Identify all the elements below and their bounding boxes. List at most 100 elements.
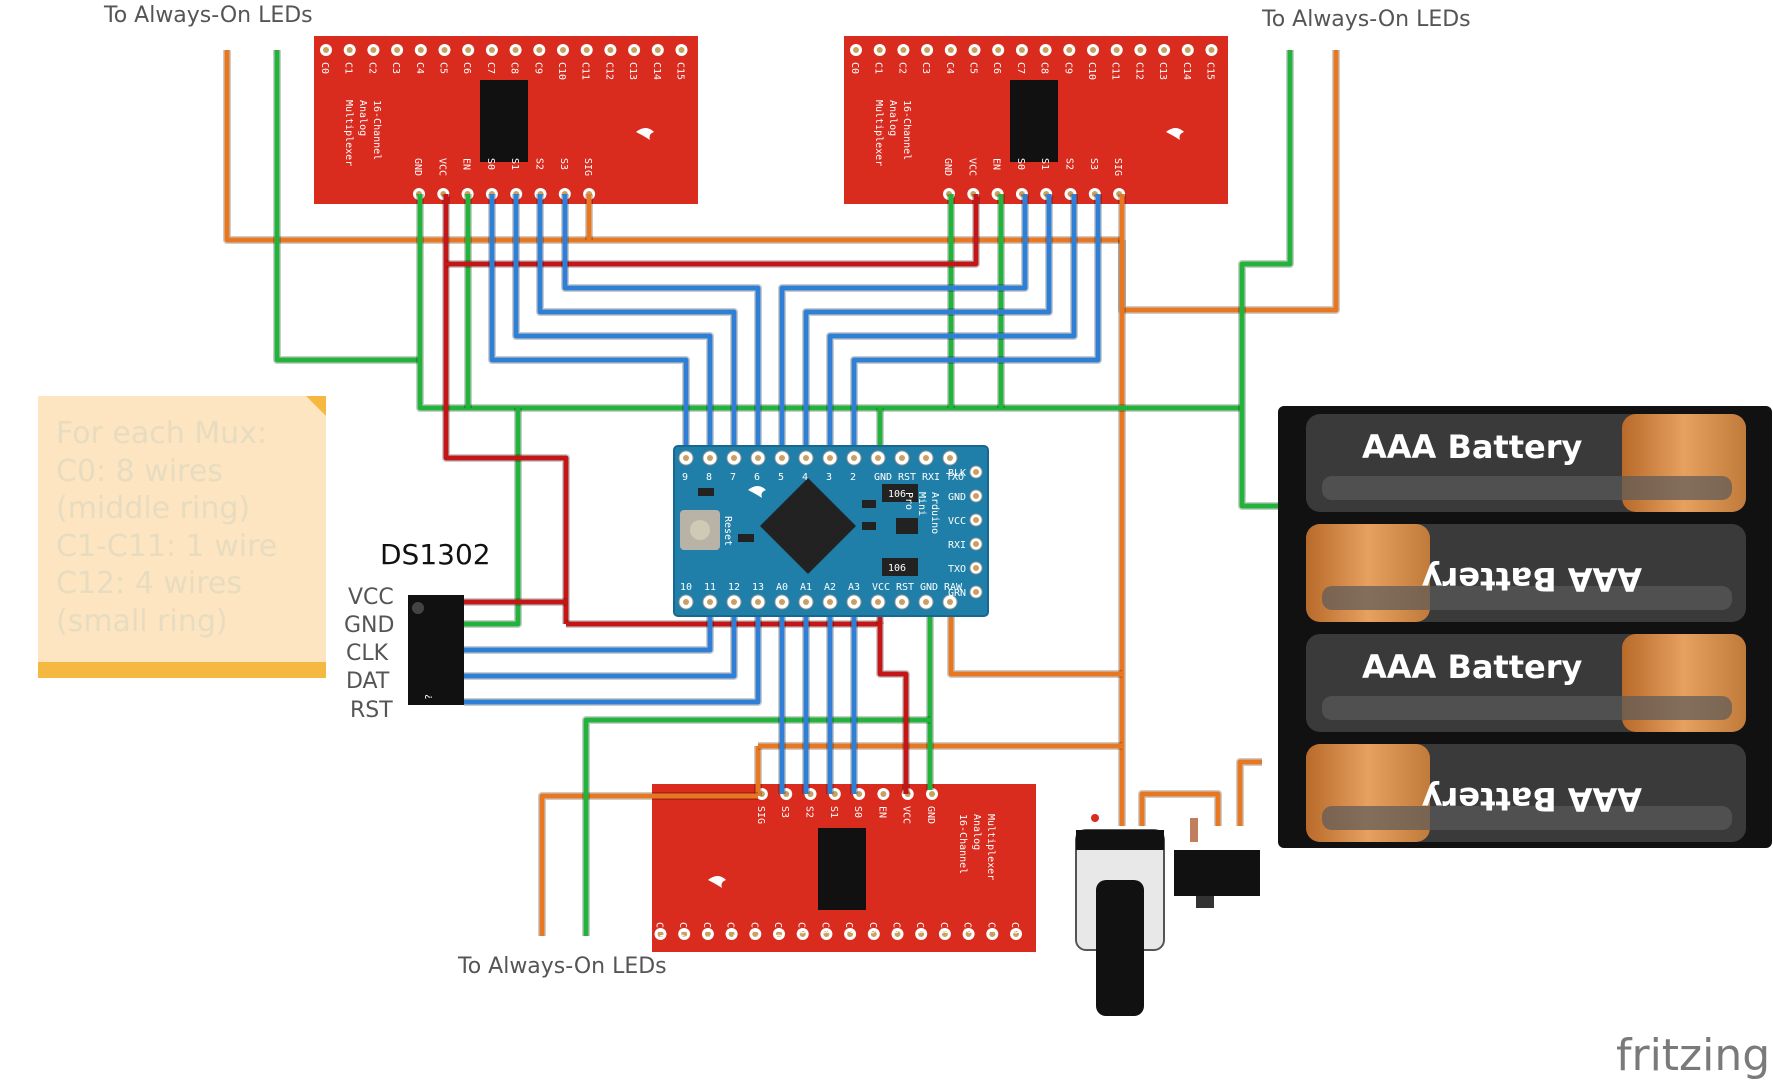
wire (851, 194, 1101, 456)
mux-1-label-c3: C3 (390, 62, 401, 74)
mux-2-label-c1: C1 (873, 62, 884, 74)
mux-1-label-c15: C15 (675, 62, 686, 80)
mux-1-label-c2: C2 (366, 62, 377, 74)
wire (513, 194, 713, 456)
mux-1-label-c12: C12 (603, 62, 614, 80)
mux-2-label-c2: C2 (896, 62, 907, 74)
wires (223, 50, 1340, 936)
arduino-pin-side-label-5: GRN (948, 588, 966, 599)
note-line-2: C0: 8 wires (56, 454, 223, 489)
arduino-pin-bottom-label-11: RAW (944, 582, 963, 593)
battery-label-1: AAA Battery (1362, 428, 1583, 466)
label-always-on-top-left: To Always-On LEDs (103, 3, 313, 28)
mux-3-label-c10: C10 (772, 922, 783, 940)
mux-3-name-0: 16-Channel (957, 814, 968, 874)
mux-1-ctrl-label-en: EN (461, 158, 472, 170)
wire (566, 621, 909, 794)
rtc-pin-gnd: GND (344, 613, 394, 638)
mux-3-ctrl-label-en: EN (876, 806, 887, 818)
arduino-pin-top-label-0: 9 (682, 472, 688, 483)
mux-3-label-c0: C0 (1009, 922, 1020, 934)
ds1302-module: DS1302 ? VCC GND CLK DAT RST (344, 538, 491, 723)
mux-2-label-c4: C4 (944, 62, 955, 74)
mux-3-label-c11: C11 (748, 922, 759, 940)
arduino-pin-bottom-label-2: 12 (728, 582, 740, 593)
mux-1-ctrl-label-s1: S1 (509, 158, 520, 170)
wire (224, 50, 1122, 243)
note-line-5: C12: 4 wires (56, 566, 242, 601)
mux-2-ctrl-label-s3: S3 (1088, 158, 1099, 170)
mux-1-ctrl-label-gnd: GND (412, 158, 423, 176)
mux-2-ctrl-label-s2: S2 (1064, 158, 1075, 170)
mux-3-label-c7: C7 (843, 922, 854, 934)
rtc-pin-vcc: VCC (348, 585, 394, 610)
arduino-pin-bottom-label-4: A0 (776, 582, 788, 593)
chip-label-1: 106 (888, 489, 906, 500)
mux-1-label-c4: C4 (414, 62, 425, 74)
mux-1-label-c6: C6 (461, 62, 472, 74)
mux-3-label-c4: C4 (914, 922, 925, 934)
wire (803, 194, 1052, 456)
arduino-pin-top-label-4: 5 (778, 472, 784, 483)
microcontroller-chip (760, 478, 856, 574)
mux-1-label-c14: C14 (651, 62, 662, 80)
arduino-pin-bottom-label-8: VCC (872, 582, 890, 593)
battery-label-4: AAA Battery (1422, 780, 1643, 818)
mux-board-bottom: C0C1C2C3C4C5C6C7C8C9C10C11C12C13C14C1516… (652, 784, 1036, 952)
arduino-pin-side-label-0: BLK (948, 468, 966, 479)
arduino-name-2: Mini (916, 492, 927, 516)
mux-3-label-c14: C14 (677, 922, 688, 940)
mux-1-ctrl-label-s3: S3 (558, 158, 569, 170)
note-line-3: (middle ring) (56, 491, 250, 526)
mux-3-label-c3: C3 (938, 922, 949, 934)
note-line-4: C1-C11: 1 wire (56, 529, 277, 564)
rtc-pin-clk: CLK (346, 641, 389, 666)
mux-1-label-c8: C8 (509, 62, 520, 74)
mux-2-name-2: Multiplexer (873, 100, 884, 166)
mux-1-name-2: Multiplexer (343, 100, 354, 166)
mux-1-label-c13: C13 (627, 62, 638, 80)
mux-1-name-0: 16-Channel (371, 100, 382, 160)
mux-3-label-c2: C2 (962, 922, 973, 934)
mux-2-ctrl-label-s0: S0 (1015, 158, 1026, 170)
arduino-pin-bottom-label-7: A3 (848, 582, 860, 593)
arduino-pin-top-label-5: 4 (802, 472, 808, 483)
arduino-pin-top-label-10: RXI (922, 472, 940, 483)
wire (779, 194, 1028, 456)
arduino-pin-top-label-7: 2 (850, 472, 856, 483)
wire (489, 194, 689, 456)
slide-switch (1174, 818, 1260, 908)
mux-2-label-c13: C13 (1157, 62, 1168, 80)
mux-3-label-c15: C15 (654, 922, 665, 940)
label-always-on-top-right: To Always-On LEDs (1261, 7, 1471, 32)
mux-2-ctrl-label-gnd: GND (942, 158, 953, 176)
mux-3-ctrl-label-s0: S0 (852, 806, 863, 818)
sparkfun-logo-icon (708, 876, 726, 888)
note-line-1: For each Mux: (56, 416, 267, 451)
arduino-pin-top-label-8: GND (874, 472, 892, 483)
arduino-pin-side-label-2: VCC (948, 516, 966, 527)
mux-3-label-c6: C6 (867, 922, 878, 934)
mux-3-label-c8: C8 (819, 922, 830, 934)
fritzing-watermark: fritzing (1616, 1030, 1770, 1080)
arduino-pin-top-label-2: 7 (730, 472, 736, 483)
label-always-on-bottom: To Always-On LEDs (457, 954, 667, 979)
arduino-pin-bottom-label-3: 13 (752, 582, 764, 593)
wire (464, 600, 761, 705)
mux-2-label-c7: C7 (1015, 62, 1026, 74)
mux-3-label-c1: C1 (985, 922, 996, 934)
arduino-pin-top-label-6: 3 (826, 472, 832, 483)
mux-3-name-1: Analog (971, 814, 982, 850)
aaa-battery-3: AAA Battery (1306, 634, 1746, 732)
mux-1-label-c7: C7 (485, 62, 496, 74)
wire (464, 600, 737, 679)
mux-2-label-c8: C8 (1039, 62, 1050, 74)
mux-1-label-c5: C5 (438, 62, 449, 74)
sticky-note: For each Mux: C0: 8 wires (middle ring) … (38, 396, 326, 678)
wire (417, 194, 1242, 411)
chip-label-2: 106 (888, 563, 906, 574)
arduino-pin-side-label-3: RXI (948, 540, 966, 551)
arduino-name-1: Arduino (929, 492, 940, 534)
